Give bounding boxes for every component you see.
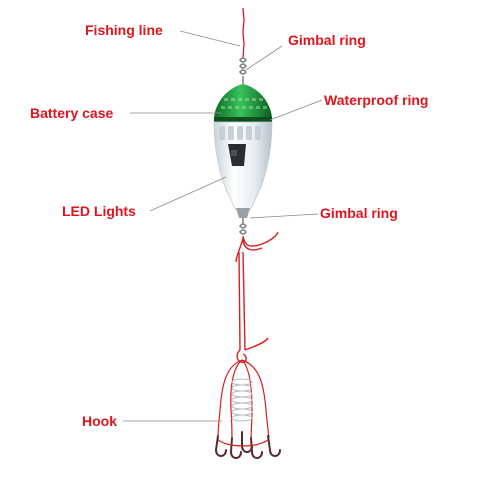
label-gimbal-ring-top: Gimbal ring: [288, 32, 366, 48]
cap-pattern: [221, 98, 267, 109]
led-chip: [231, 150, 237, 156]
label-led-lights: LED Lights: [62, 203, 136, 219]
label-fishing-line: Fishing line: [85, 22, 163, 38]
label-hook: Hook: [82, 413, 117, 429]
fishing-line: [242, 7, 245, 59]
housing-grip-pattern: [219, 126, 261, 140]
upper-gimbal-swivel: [239, 57, 247, 84]
hook-cage: [217, 359, 270, 441]
lower-gimbal-swivel: [239, 218, 247, 235]
fishing-line-pointer: [179, 30, 241, 47]
spring-coil: [231, 378, 253, 422]
label-battery-case: Battery case: [30, 105, 113, 121]
led-lights-pointer: [149, 176, 227, 212]
battery-case-cap: [214, 84, 272, 118]
waterproof-ring-pointer: [269, 99, 323, 121]
gimbal-ring-top-pointer: [245, 45, 283, 71]
label-gimbal-ring-bottom: Gimbal ring: [320, 205, 398, 221]
hook-tie: [217, 439, 269, 447]
bottom-metal-cap: [236, 208, 250, 218]
label-waterproof-ring: Waterproof ring: [324, 92, 428, 108]
waterproof-ring-band: [214, 117, 272, 122]
red-leader-rig: [235, 231, 279, 364]
hooks: [214, 431, 281, 459]
gimbal-ring-bottom-pointer: [249, 213, 319, 219]
